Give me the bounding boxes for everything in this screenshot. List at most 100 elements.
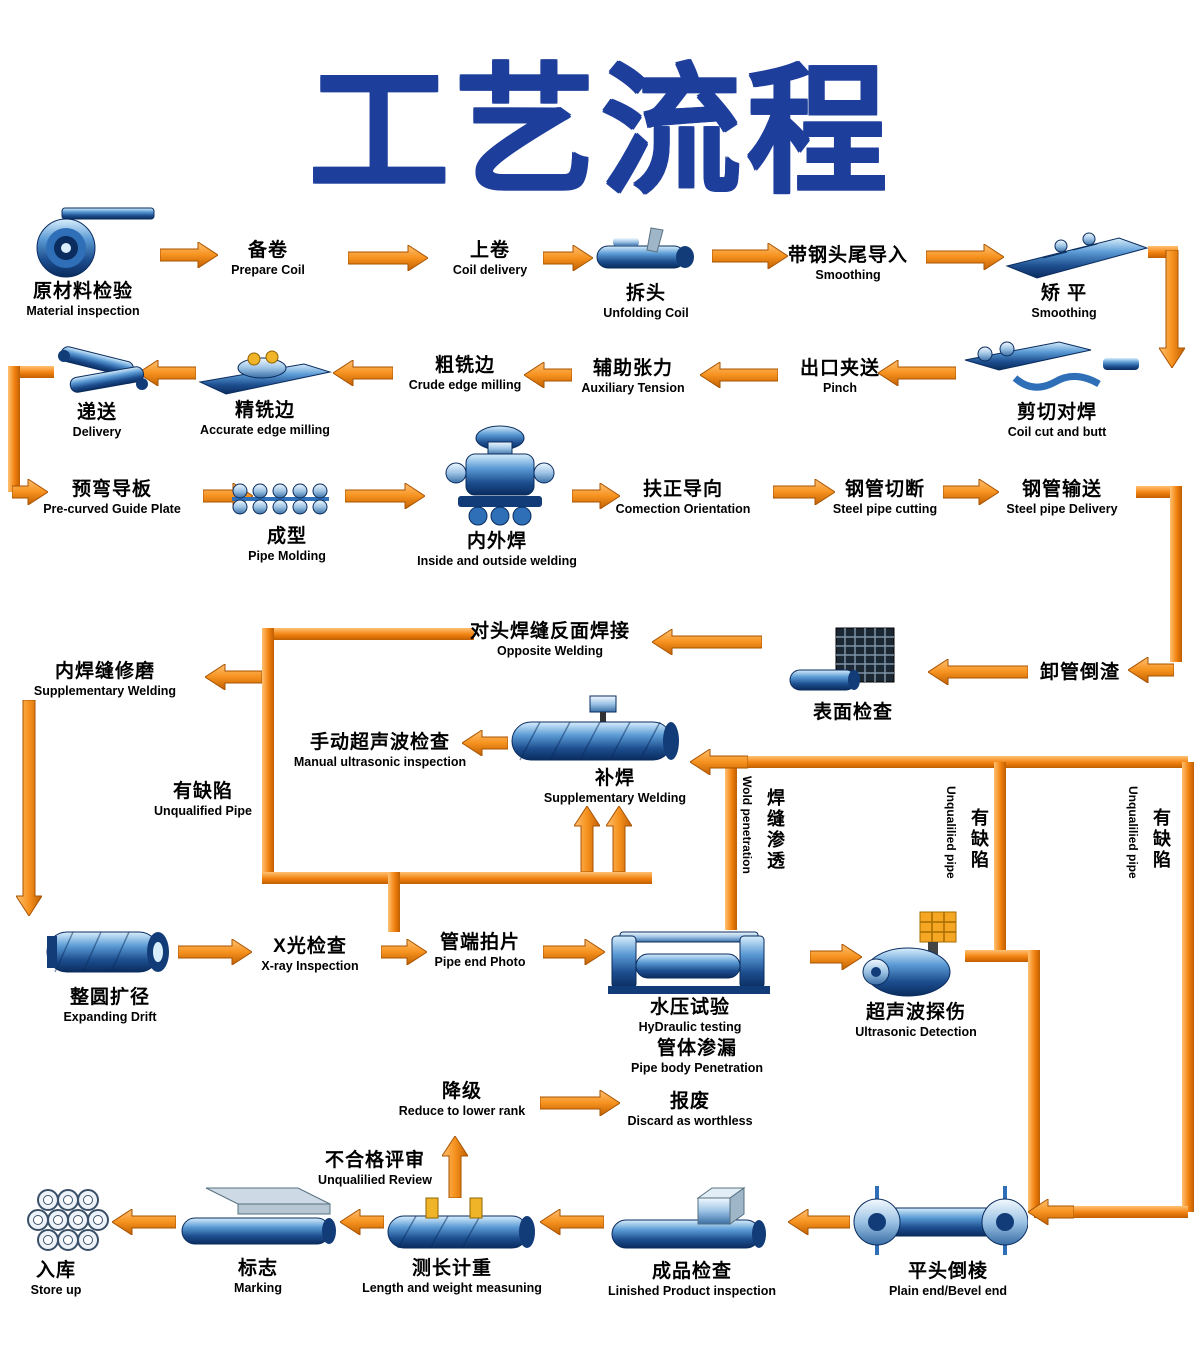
step-label-en: Pipe body Penetration [631, 1060, 763, 1075]
step-label-en: Discard as worthless [627, 1113, 753, 1128]
flow-line [745, 756, 1188, 768]
flow-line [1182, 762, 1194, 1212]
flow-arrow [572, 483, 620, 509]
flow-arrow [1128, 657, 1174, 683]
pipe-forming-icon [228, 478, 333, 520]
flow-line [8, 366, 20, 492]
step-label-zh: 精铣边 [234, 400, 295, 421]
flow-arrow [543, 939, 605, 965]
vlabel-unqualified-pipe-right-en: Unqualilied pipe [1126, 786, 1140, 879]
step-label-en: HyDraulic testing [638, 1019, 742, 1034]
expanding-pipe-icon [45, 916, 175, 986]
flow-arrow [543, 245, 593, 271]
flow-arrow [540, 1209, 604, 1235]
step-label-zh: 入库 [35, 1260, 77, 1281]
step-label-zh: 拆头 [625, 283, 666, 304]
step-label-zh: 整圆扩径 [69, 987, 150, 1008]
flow-arrow [381, 939, 427, 965]
step-label-zh: 标志 [237, 1258, 278, 1279]
flow-arrow [442, 1136, 468, 1198]
step-label-zh: 水压试验 [649, 997, 730, 1018]
step-label-en: Ultrasonic Detection [855, 1024, 977, 1039]
flow-line [1136, 486, 1174, 498]
delivery-rollers-icon [52, 340, 152, 398]
step-label-zh: 钢管切断 [844, 479, 925, 500]
step-label-zh: 出口夹送 [799, 358, 881, 379]
uncoiler-icon [593, 226, 705, 278]
flow-line [1028, 950, 1040, 1212]
step-label-zh: 粗铣边 [434, 355, 496, 376]
step-label-zh: 备卷 [247, 240, 289, 261]
step-label-en: Linished Product inspection [607, 1283, 777, 1298]
step-label-zh: 测长计重 [411, 1258, 492, 1279]
step-label-zh: 预弯导板 [71, 479, 152, 500]
material-coil-icon [22, 203, 157, 279]
page-title: 工艺流程 [307, 52, 892, 209]
step-label-zh: 上卷 [469, 240, 510, 261]
step-label-zh: 表面检查 [812, 702, 894, 723]
flow-arrow [340, 1209, 384, 1235]
flow-line [262, 628, 274, 884]
flow-arrow [462, 730, 508, 756]
flow-line [965, 950, 1040, 962]
flow-arrow [345, 483, 425, 509]
flow-arrow [712, 243, 788, 269]
step-label-en: Inside and outside welding [417, 553, 577, 568]
step-label-en: Steel pipe cutting [832, 501, 938, 516]
vlabel-unqualified-pipe-mid-zh: 有缺陷 [969, 808, 989, 871]
step-label-en: Delivery [72, 424, 122, 439]
step-label-zh: 内外焊 [466, 531, 527, 552]
flow-arrow [652, 629, 762, 655]
step-label-en: Length and weight measuning [362, 1280, 542, 1295]
step-label-en: Supplementary Welding [33, 683, 177, 698]
step-label-en: Crude edge milling [408, 377, 522, 392]
marking-pipe-icon [180, 1180, 340, 1258]
flow-line [388, 872, 400, 932]
vlabel-weld-penetration-en: Wold penetration [740, 776, 754, 874]
step-label-zh: 降级 [441, 1081, 482, 1102]
step-surface-check: 表面检查 [813, 702, 893, 724]
flow-arrow [788, 1209, 850, 1235]
edge-milling-icon [198, 350, 333, 398]
step-label-en: Opposite Welding [496, 643, 604, 658]
step-label-en: Plain end/Bevel end [888, 1283, 1008, 1298]
flow-line [262, 872, 652, 884]
step-label-en: Auxiliary Tension [581, 380, 685, 395]
step-label-zh: X光检查 [273, 936, 347, 957]
flow-arrow [138, 360, 196, 386]
step-label-en: Coil delivery [452, 262, 528, 277]
step-label-en: Unqualified Pipe [154, 803, 252, 818]
step-label-zh: 递送 [76, 402, 117, 423]
flow-arrow [926, 244, 1004, 270]
flow-arrow [112, 1209, 176, 1235]
flow-arrow [773, 479, 835, 505]
flow-arrow [943, 479, 999, 505]
flow-arrow [205, 664, 262, 690]
step-label-en: Accurate edge milling [200, 422, 330, 437]
step-label-zh: 剪切对焊 [1016, 402, 1098, 423]
